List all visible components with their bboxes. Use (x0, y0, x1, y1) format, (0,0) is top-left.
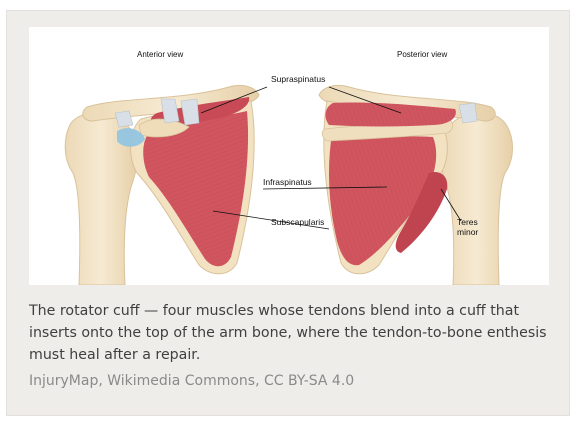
rotator-cuff-illustration: Anterior view Posterior view Supraspinat… (29, 27, 549, 285)
anterior-shoulder (65, 85, 259, 285)
teres-minor-label-line1: Teres (457, 217, 478, 227)
subscapularis-label: Subscapularis (271, 217, 324, 227)
supraspinatus-label: Supraspinatus (271, 74, 325, 84)
infraspinatus-label: Infraspinatus (263, 177, 312, 187)
posterior-view-label: Posterior view (397, 50, 447, 59)
anatomy-diagram: Anterior view Posterior view Supraspinat… (29, 27, 549, 285)
humerus-right (441, 113, 513, 285)
teres-minor-label-line2: minor (457, 227, 478, 237)
figure-card: Anterior view Posterior view Supraspinat… (6, 10, 570, 416)
anterior-view-label: Anterior view (137, 50, 183, 59)
figure-caption: The rotator cuff — four muscles whose te… (29, 300, 557, 366)
image-credit: InjuryMap, Wikimedia Commons, CC BY-SA 4… (29, 371, 354, 391)
posterior-shoulder (319, 85, 513, 285)
